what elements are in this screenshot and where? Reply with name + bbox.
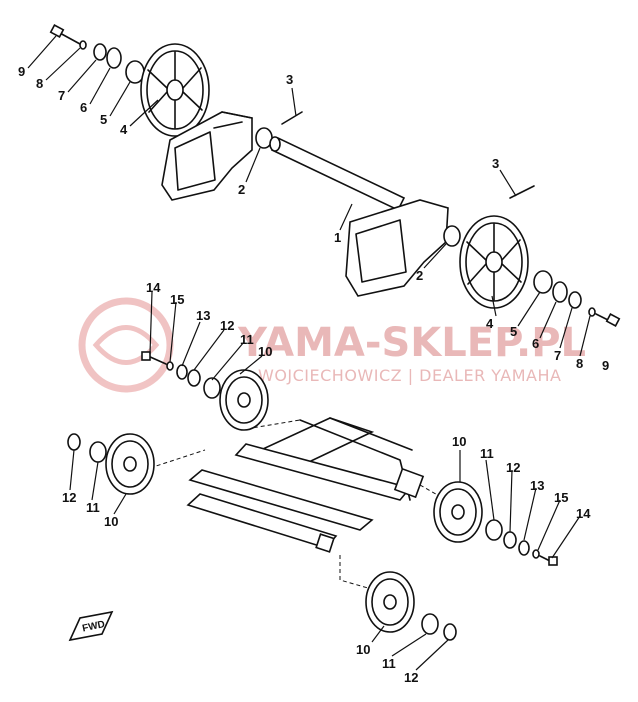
sprocket-4-upper-right — [459, 215, 529, 309]
callout-7: 7 — [554, 348, 561, 363]
callout-15: 15 — [554, 490, 568, 505]
housing-upper-left — [161, 111, 253, 201]
callout-2: 2 — [416, 268, 423, 283]
pin-3-upper-left — [281, 111, 303, 125]
callout-12: 12 — [220, 318, 234, 333]
fwd-arrow-icon: FWD — [68, 610, 114, 642]
idler-wheel-10-left — [105, 433, 155, 495]
pin-3-upper-right — [509, 185, 535, 199]
callout-12: 12 — [404, 670, 418, 685]
bushing-2-upper-right — [443, 225, 461, 247]
callout-4: 4 — [486, 316, 494, 331]
callout-6: 6 — [532, 336, 539, 351]
dashed-guide-bottom — [339, 555, 376, 591]
callout-5: 5 — [100, 112, 107, 127]
spacer-13-right — [518, 540, 530, 556]
washer-8-upper-right — [588, 307, 596, 317]
watermark-title: YAMA-SKLEP.PL — [237, 320, 586, 366]
bearing-11-top — [203, 377, 221, 399]
bolt-14-top — [141, 351, 167, 365]
watermark-subtitle: WOJCIECHOWICZ | DEALER YAMAHA — [258, 366, 561, 385]
callout-5: 5 — [510, 324, 517, 339]
bearing-11-left — [89, 441, 107, 463]
leader-lines — [27, 35, 591, 671]
collar-7-upper-left — [93, 43, 107, 61]
callout-8: 8 — [576, 356, 583, 371]
callout-13: 13 — [530, 478, 544, 493]
callout-9: 9 — [18, 64, 25, 79]
seal-6-upper-right — [552, 281, 568, 303]
washer-15-right — [532, 549, 540, 559]
callout-14: 14 — [146, 280, 161, 295]
spacer-13-top — [176, 364, 188, 380]
callout-10: 10 — [104, 514, 118, 529]
callout-11: 11 — [240, 332, 254, 347]
sprocket-4-upper-left — [140, 43, 210, 137]
collar-7-upper-right — [568, 291, 582, 309]
drive-shaft-1 — [269, 136, 406, 212]
callout-8: 8 — [36, 76, 43, 91]
bearing-5-upper-right — [533, 270, 553, 294]
callout-1: 1 — [334, 230, 341, 245]
callout-3: 3 — [492, 156, 499, 171]
callout-6: 6 — [80, 100, 87, 115]
callout-11: 11 — [382, 656, 396, 671]
circlip-12-left — [67, 433, 81, 451]
idler-wheel-10-top — [219, 369, 269, 431]
callout-labels: 9 8 7 6 5 4 3 2 1 3 2 4 5 6 7 8 9 14 15 … — [18, 64, 609, 685]
callout-10: 10 — [258, 344, 272, 359]
callout-7: 7 — [58, 88, 65, 103]
circlip-12-right — [503, 531, 517, 549]
circlip-12-bottom — [443, 623, 457, 641]
bolt-9-upper-left — [49, 24, 81, 45]
callout-2: 2 — [238, 182, 245, 197]
washer-15-top — [166, 361, 174, 371]
callout-11: 11 — [480, 446, 494, 461]
watermark-logo-icon — [78, 297, 174, 393]
seal-6-upper-left — [106, 47, 122, 69]
fwd-label: FWD — [81, 619, 106, 634]
bolt-9-upper-right — [595, 313, 621, 327]
callout-9: 9 — [602, 358, 609, 373]
bearing-11-right — [485, 519, 503, 541]
idler-wheel-10-bottom — [365, 571, 415, 633]
housing-upper-right — [345, 199, 449, 297]
suspension-frame — [186, 417, 425, 553]
circlip-12-top — [187, 369, 201, 387]
callout-3: 3 — [286, 72, 293, 87]
callout-12: 12 — [62, 490, 76, 505]
idler-wheel-10-right — [433, 481, 483, 543]
bolt-14-right — [539, 555, 558, 566]
callout-14: 14 — [576, 506, 591, 521]
watermark: YAMA-SKLEP.PL WOJCIECHOWICZ | DEALER YAM… — [78, 297, 586, 393]
callout-15: 15 — [170, 292, 184, 307]
callout-11: 11 — [86, 500, 100, 515]
callout-4: 4 — [120, 122, 128, 137]
washer-8-upper-left — [79, 40, 87, 50]
callout-10: 10 — [356, 642, 370, 657]
callout-10: 10 — [452, 434, 466, 449]
bearing-11-bottom — [421, 613, 439, 635]
callout-13: 13 — [196, 308, 210, 323]
callout-12: 12 — [506, 460, 520, 475]
